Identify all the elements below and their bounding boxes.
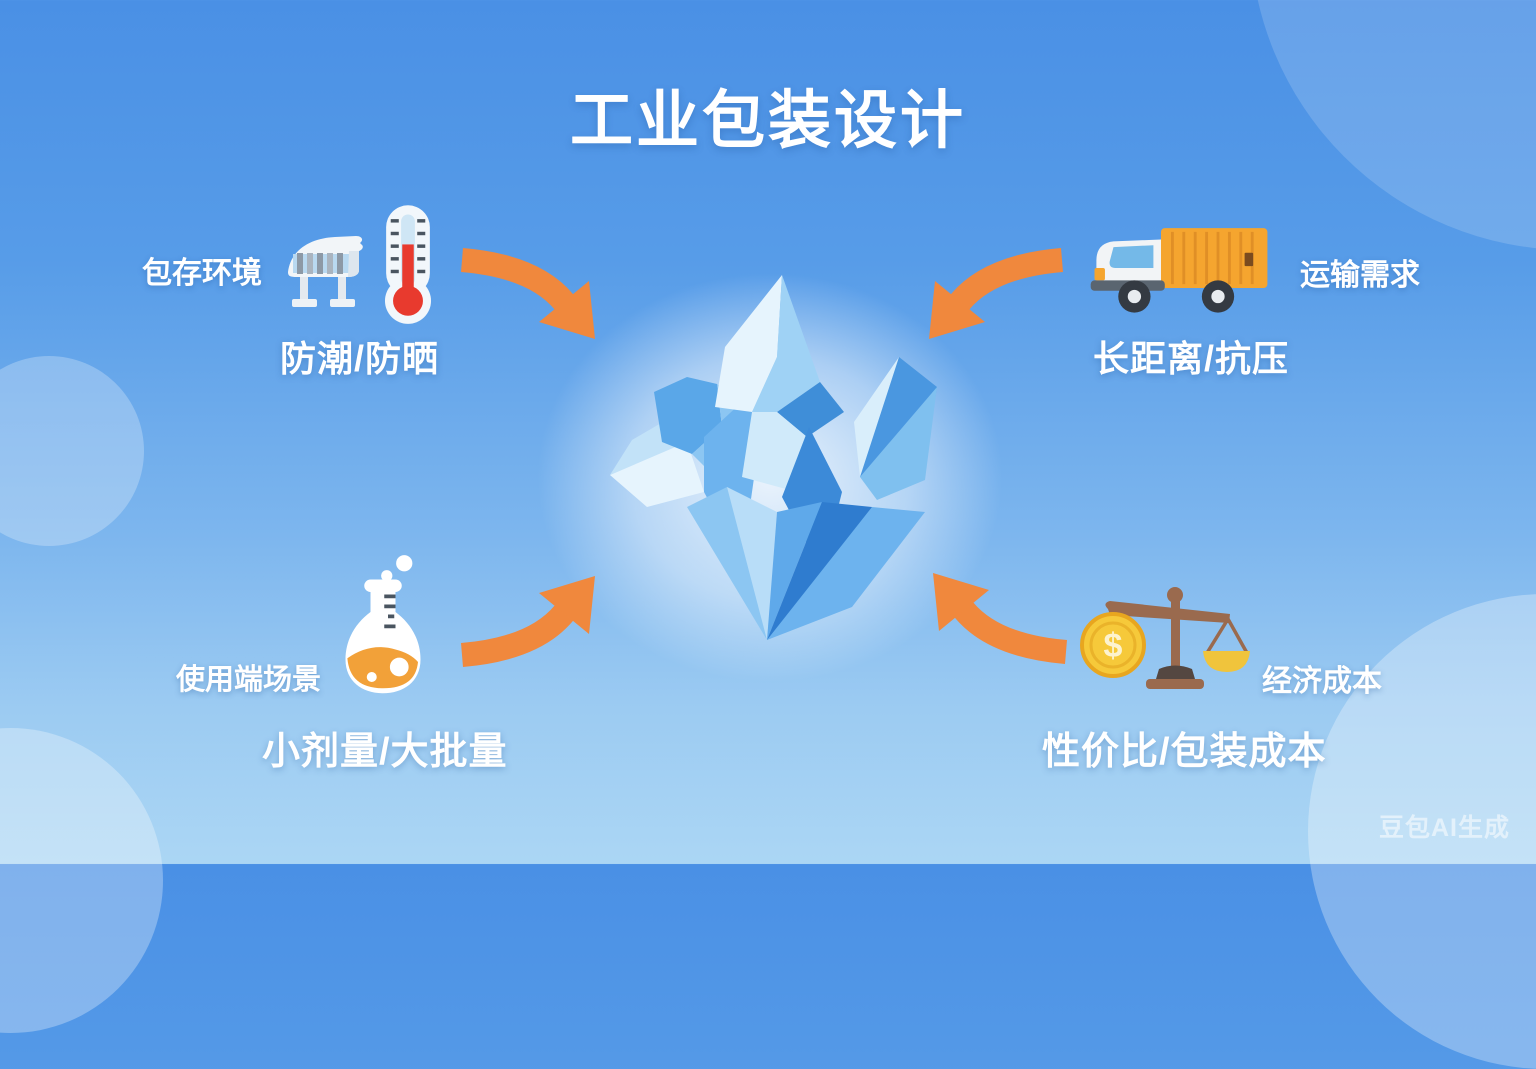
coin-icon: $ — [1080, 612, 1146, 678]
cost-tag: 经济成本 — [1262, 665, 1382, 698]
page-title: 工业包装设计 — [570, 86, 966, 156]
curved-arrow-icon — [456, 240, 616, 340]
truck-icon — [1085, 220, 1275, 316]
ai-watermark: 豆包AI生成 — [1378, 814, 1510, 842]
curved-arrow-icon — [912, 572, 1072, 672]
curved-arrow-icon — [908, 240, 1068, 340]
bg-circle-mid-left — [0, 356, 144, 546]
infographic-canvas: { "title": "工业包装设计", "watermark": "豆包AI生… — [0, 0, 1536, 864]
cost-label: 性价比/包装成本 — [1042, 731, 1327, 773]
usage-tag: 使用端场景 — [176, 664, 322, 696]
svg-text:$: $ — [1104, 627, 1123, 665]
warehouse-icon — [283, 230, 375, 318]
curved-arrow-icon — [456, 575, 616, 675]
crystal-icon — [592, 262, 1017, 662]
flask-icon — [333, 552, 433, 702]
storage-tag: 包存环境 — [142, 257, 262, 290]
storage-label: 防潮/防晒 — [280, 338, 440, 379]
cost-icon-group: $ — [1080, 585, 1250, 705]
bg-circle-bottom-left — [0, 728, 163, 1033]
transport-label: 长距离/抗压 — [1093, 338, 1290, 379]
thermometer-icon — [372, 203, 444, 325]
balance-scale-icon — [1105, 587, 1250, 689]
usage-label: 小剂量/大批量 — [262, 731, 508, 773]
transport-tag: 运输需求 — [1300, 259, 1420, 292]
